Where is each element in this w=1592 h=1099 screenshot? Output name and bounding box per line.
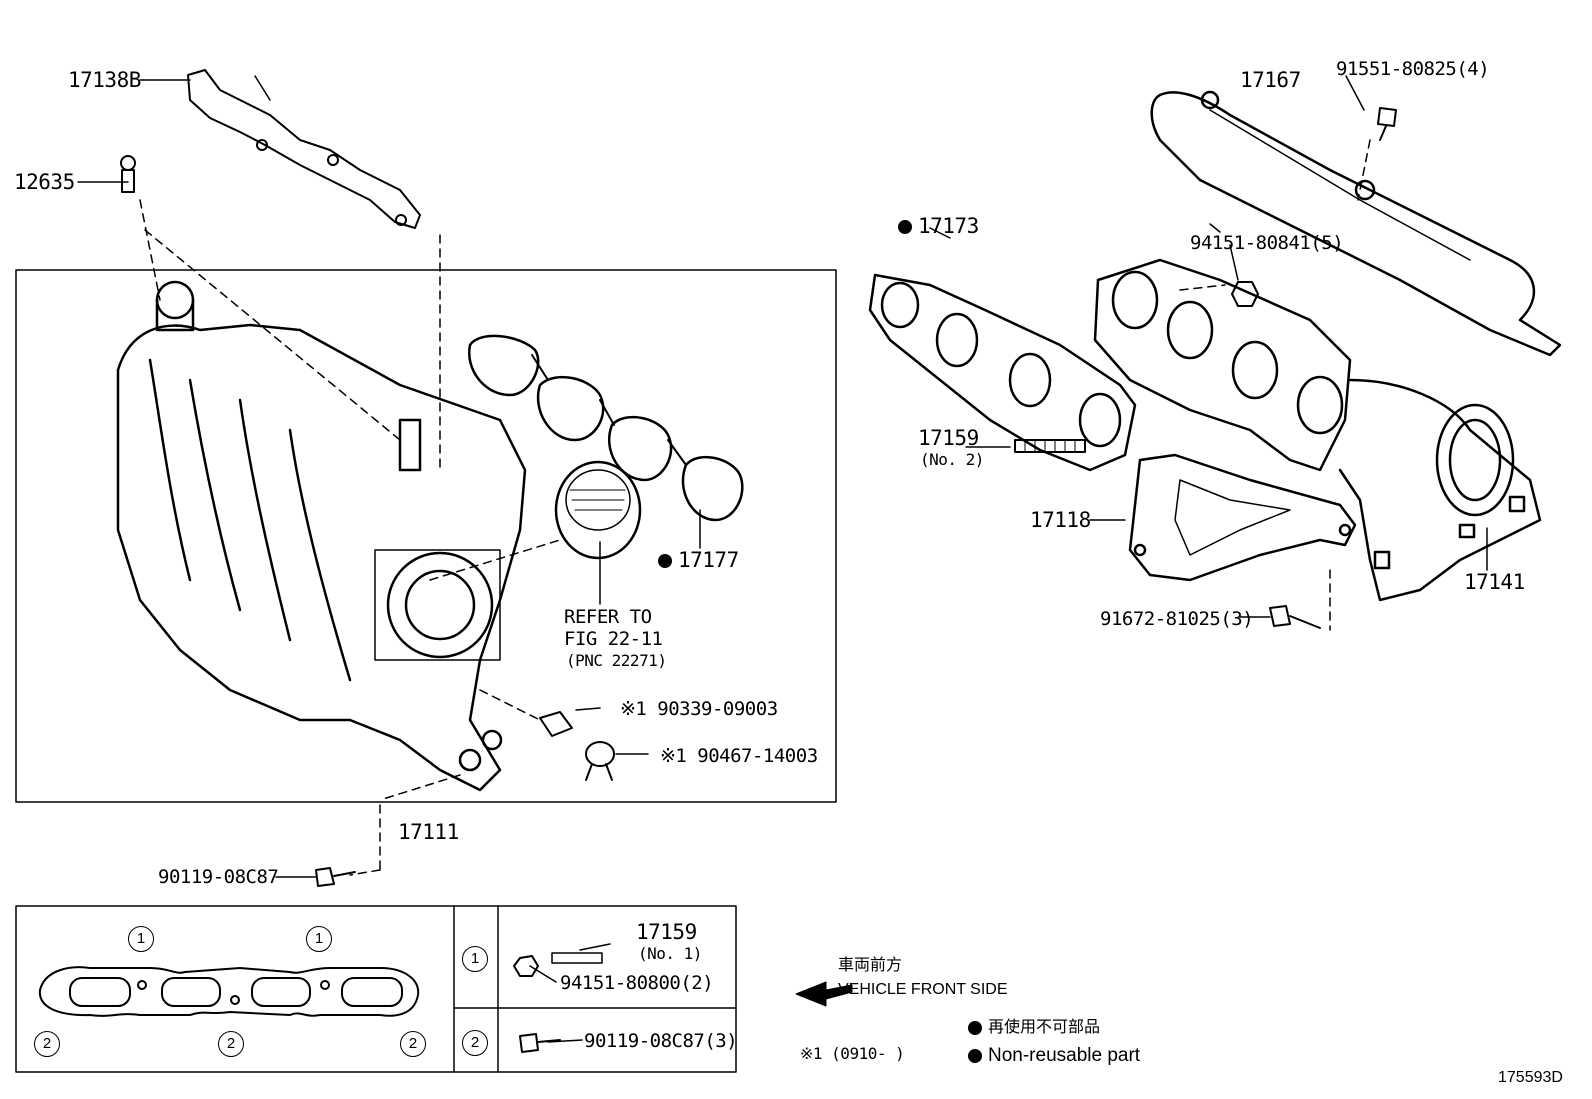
detail-bolt xyxy=(519,1033,561,1053)
label-91672: 91672-81025(3) xyxy=(1100,608,1254,630)
clamp-90467 xyxy=(585,741,615,781)
insulator-17167 xyxy=(1150,90,1562,357)
detail-gasket xyxy=(38,966,420,1017)
label-90339: ※1 90339-09003 xyxy=(620,698,778,720)
vehicle-front-jp: 車両前方 xyxy=(838,957,903,974)
nonreusable-dot-icon xyxy=(968,1020,982,1035)
exhaust-manifold-17141 xyxy=(1093,258,1542,602)
label-91551: 91551-80825(4) xyxy=(1336,58,1490,80)
figure-id: 175593D xyxy=(1498,1069,1563,1086)
detail-nut xyxy=(513,955,539,977)
label-94151-a: 94151-80841(5) xyxy=(1190,232,1344,254)
label-17159-top-sub: (No. 2) xyxy=(920,450,984,469)
label-90119-b: 90119-08C87(3) xyxy=(584,1030,738,1052)
intake-manifold-frame xyxy=(15,269,837,803)
detail-box-frame xyxy=(15,905,737,1073)
label-17159-bottom-sub: (No. 1) xyxy=(638,944,702,963)
intake-manifold-17111 xyxy=(116,280,527,792)
circle-marker-2: 2 xyxy=(218,1031,244,1057)
vehicle-front-en: VEHICLE FRONT SIDE xyxy=(838,981,1008,998)
refer-line-2: FIG 22-11 xyxy=(564,628,663,650)
note-1: ※1 (0910- ) xyxy=(800,1044,905,1063)
gasket-17173 xyxy=(868,273,1137,472)
refer-line-3: (PNC 22271) xyxy=(566,651,667,670)
stay-17118 xyxy=(1128,453,1357,582)
label-17118: 17118 xyxy=(1030,508,1091,532)
circle-marker-1: 1 xyxy=(306,926,332,952)
label-90467: ※1 90467-14003 xyxy=(660,745,818,767)
bracket-17138B xyxy=(187,69,421,229)
nut-94151 xyxy=(1231,281,1259,307)
bolt-90119-08C87 xyxy=(315,867,356,887)
bolt-91551 xyxy=(1377,107,1397,141)
nonreusable-en-text: Non-reusable part xyxy=(988,1045,1141,1066)
stud-12635 xyxy=(120,155,136,193)
gasket-17177 xyxy=(467,334,744,522)
throttle-gasket xyxy=(554,460,642,560)
bolt-91672 xyxy=(1269,605,1321,629)
label-17138B: 17138B xyxy=(68,68,141,92)
circle-marker-1: 1 xyxy=(462,946,488,972)
circle-marker-2: 2 xyxy=(400,1031,426,1057)
cap-90339 xyxy=(539,711,573,737)
label-17177-text: 17177 xyxy=(678,548,739,572)
stud-17159 xyxy=(1014,439,1086,453)
detail-stud xyxy=(551,952,603,964)
nonreusable-jp: 再使用不可部品 xyxy=(968,1020,1100,1036)
label-94151-b: 94151-80800(2) xyxy=(560,972,714,994)
label-17167: 17167 xyxy=(1240,68,1301,92)
nonreusable-jp-text: 再使用不可部品 xyxy=(988,1019,1101,1036)
nonreusable-en: Non-reusable part xyxy=(968,1046,1140,1065)
label-17111: 17111 xyxy=(398,820,459,844)
front-arrow-icon xyxy=(795,981,853,1007)
circle-marker-2: 2 xyxy=(34,1031,60,1057)
refer-line-1: REFER TO xyxy=(564,606,652,628)
label-17159-top: 17159 xyxy=(918,426,979,450)
circle-marker-2: 2 xyxy=(462,1030,488,1056)
label-17159-bottom: 17159 xyxy=(636,920,697,944)
nonreusable-dot-icon xyxy=(658,554,672,568)
nonreusable-dot-icon xyxy=(968,1048,982,1063)
label-17141: 17141 xyxy=(1464,570,1525,594)
nonreusable-dot-icon xyxy=(898,220,912,234)
label-17173-text: 17173 xyxy=(918,214,979,238)
label-12635: 12635 xyxy=(14,170,75,194)
label-17173: 17173 xyxy=(898,216,979,237)
circle-marker-1: 1 xyxy=(128,926,154,952)
label-17177: 17177 xyxy=(658,550,739,571)
label-90119-a: 90119-08C87 xyxy=(158,866,279,888)
leader-lines xyxy=(77,75,1488,1043)
